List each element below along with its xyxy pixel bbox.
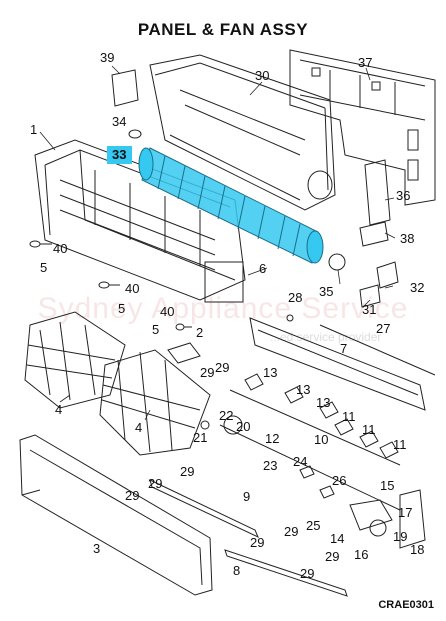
part-label: 31 bbox=[362, 302, 376, 317]
motor-part bbox=[167, 342, 426, 549]
part-label: 17 bbox=[398, 505, 412, 520]
part-label: 29 bbox=[148, 476, 162, 491]
part-label: 29 bbox=[180, 464, 194, 479]
part-label: 13 bbox=[296, 382, 310, 397]
part-label: 14 bbox=[330, 531, 344, 546]
air-filter-part bbox=[24, 311, 211, 456]
part-label: 29 bbox=[250, 535, 264, 550]
front-panel-part bbox=[19, 434, 213, 596]
part-label: 2 bbox=[196, 325, 203, 340]
part-label: 8 bbox=[233, 563, 240, 578]
part-label: 6 bbox=[259, 261, 266, 276]
part-label: 21 bbox=[193, 430, 207, 445]
part-label: 5 bbox=[40, 260, 47, 275]
part-label: 32 bbox=[410, 280, 424, 295]
bracket-part bbox=[111, 69, 399, 308]
vane-linkage-part bbox=[219, 373, 401, 511]
part-label: 15 bbox=[380, 478, 394, 493]
part-label: 11 bbox=[393, 437, 407, 452]
part-label: 16 bbox=[354, 547, 368, 562]
part-label-highlighted: 33 bbox=[112, 147, 126, 162]
part-label: 27 bbox=[376, 321, 390, 336]
part-label: 29 bbox=[300, 566, 314, 581]
part-label: 11 bbox=[342, 409, 356, 424]
part-label: 36 bbox=[396, 188, 410, 203]
part-label: 40 bbox=[53, 241, 67, 256]
back-panel-part bbox=[289, 49, 436, 206]
watermark-text: Sydney Appliance Service bbox=[37, 292, 409, 325]
front-frame-part bbox=[34, 139, 246, 303]
part-label: 24 bbox=[293, 454, 307, 469]
part-label: 20 bbox=[236, 419, 250, 434]
part-label: 29 bbox=[284, 524, 298, 539]
drawing-code: CRAE0301 bbox=[378, 599, 434, 611]
part-label: 28 bbox=[288, 290, 302, 305]
part-label: 35 bbox=[319, 284, 333, 299]
part-label: 4 bbox=[135, 420, 142, 435]
part-label: 34 bbox=[112, 114, 126, 129]
part-label: 19 bbox=[393, 529, 407, 544]
part-label: 22 bbox=[219, 408, 233, 423]
part-label: 29 bbox=[125, 488, 139, 503]
chassis-part bbox=[149, 54, 336, 211]
part-label: 23 bbox=[263, 458, 277, 473]
screw-part bbox=[29, 240, 294, 331]
part-label: 4 bbox=[55, 402, 62, 417]
part-label: 3 bbox=[93, 541, 100, 556]
part-label: 40 bbox=[160, 304, 174, 319]
drain-tray-part bbox=[249, 317, 436, 411]
part-label: 5 bbox=[152, 322, 159, 337]
part-label: 9 bbox=[243, 489, 250, 504]
part-label: 40 bbox=[125, 281, 139, 296]
cross-flow-fan-part bbox=[107, 146, 324, 264]
louver-part bbox=[149, 479, 348, 597]
part-label: 7 bbox=[340, 341, 347, 356]
part-label: 29 bbox=[215, 360, 229, 375]
part-labels: 1 2 3 4 4 5 5 5 6 7 8 9 10 11 11 11 12 1… bbox=[30, 50, 424, 581]
part-label: 13 bbox=[316, 395, 330, 410]
part-label: 12 bbox=[265, 431, 279, 446]
part-label: 13 bbox=[263, 365, 277, 380]
part-label: 26 bbox=[332, 473, 346, 488]
part-label: 38 bbox=[400, 231, 414, 246]
watermark-tagline: ...ed service provider bbox=[270, 330, 382, 344]
part-label: 25 bbox=[306, 518, 320, 533]
part-label: 5 bbox=[118, 301, 125, 316]
part-label: 11 bbox=[362, 422, 376, 437]
part-label: 30 bbox=[255, 68, 269, 83]
part-label: 29 bbox=[200, 365, 214, 380]
part-label: 10 bbox=[314, 432, 328, 447]
part-label: 37 bbox=[358, 55, 372, 70]
part-label: 29 bbox=[325, 549, 339, 564]
diagram-title: PANEL & FAN ASSY bbox=[137, 20, 309, 39]
part-label: 1 bbox=[30, 122, 37, 137]
part-label: 39 bbox=[100, 50, 114, 65]
part-label: 18 bbox=[410, 542, 424, 557]
